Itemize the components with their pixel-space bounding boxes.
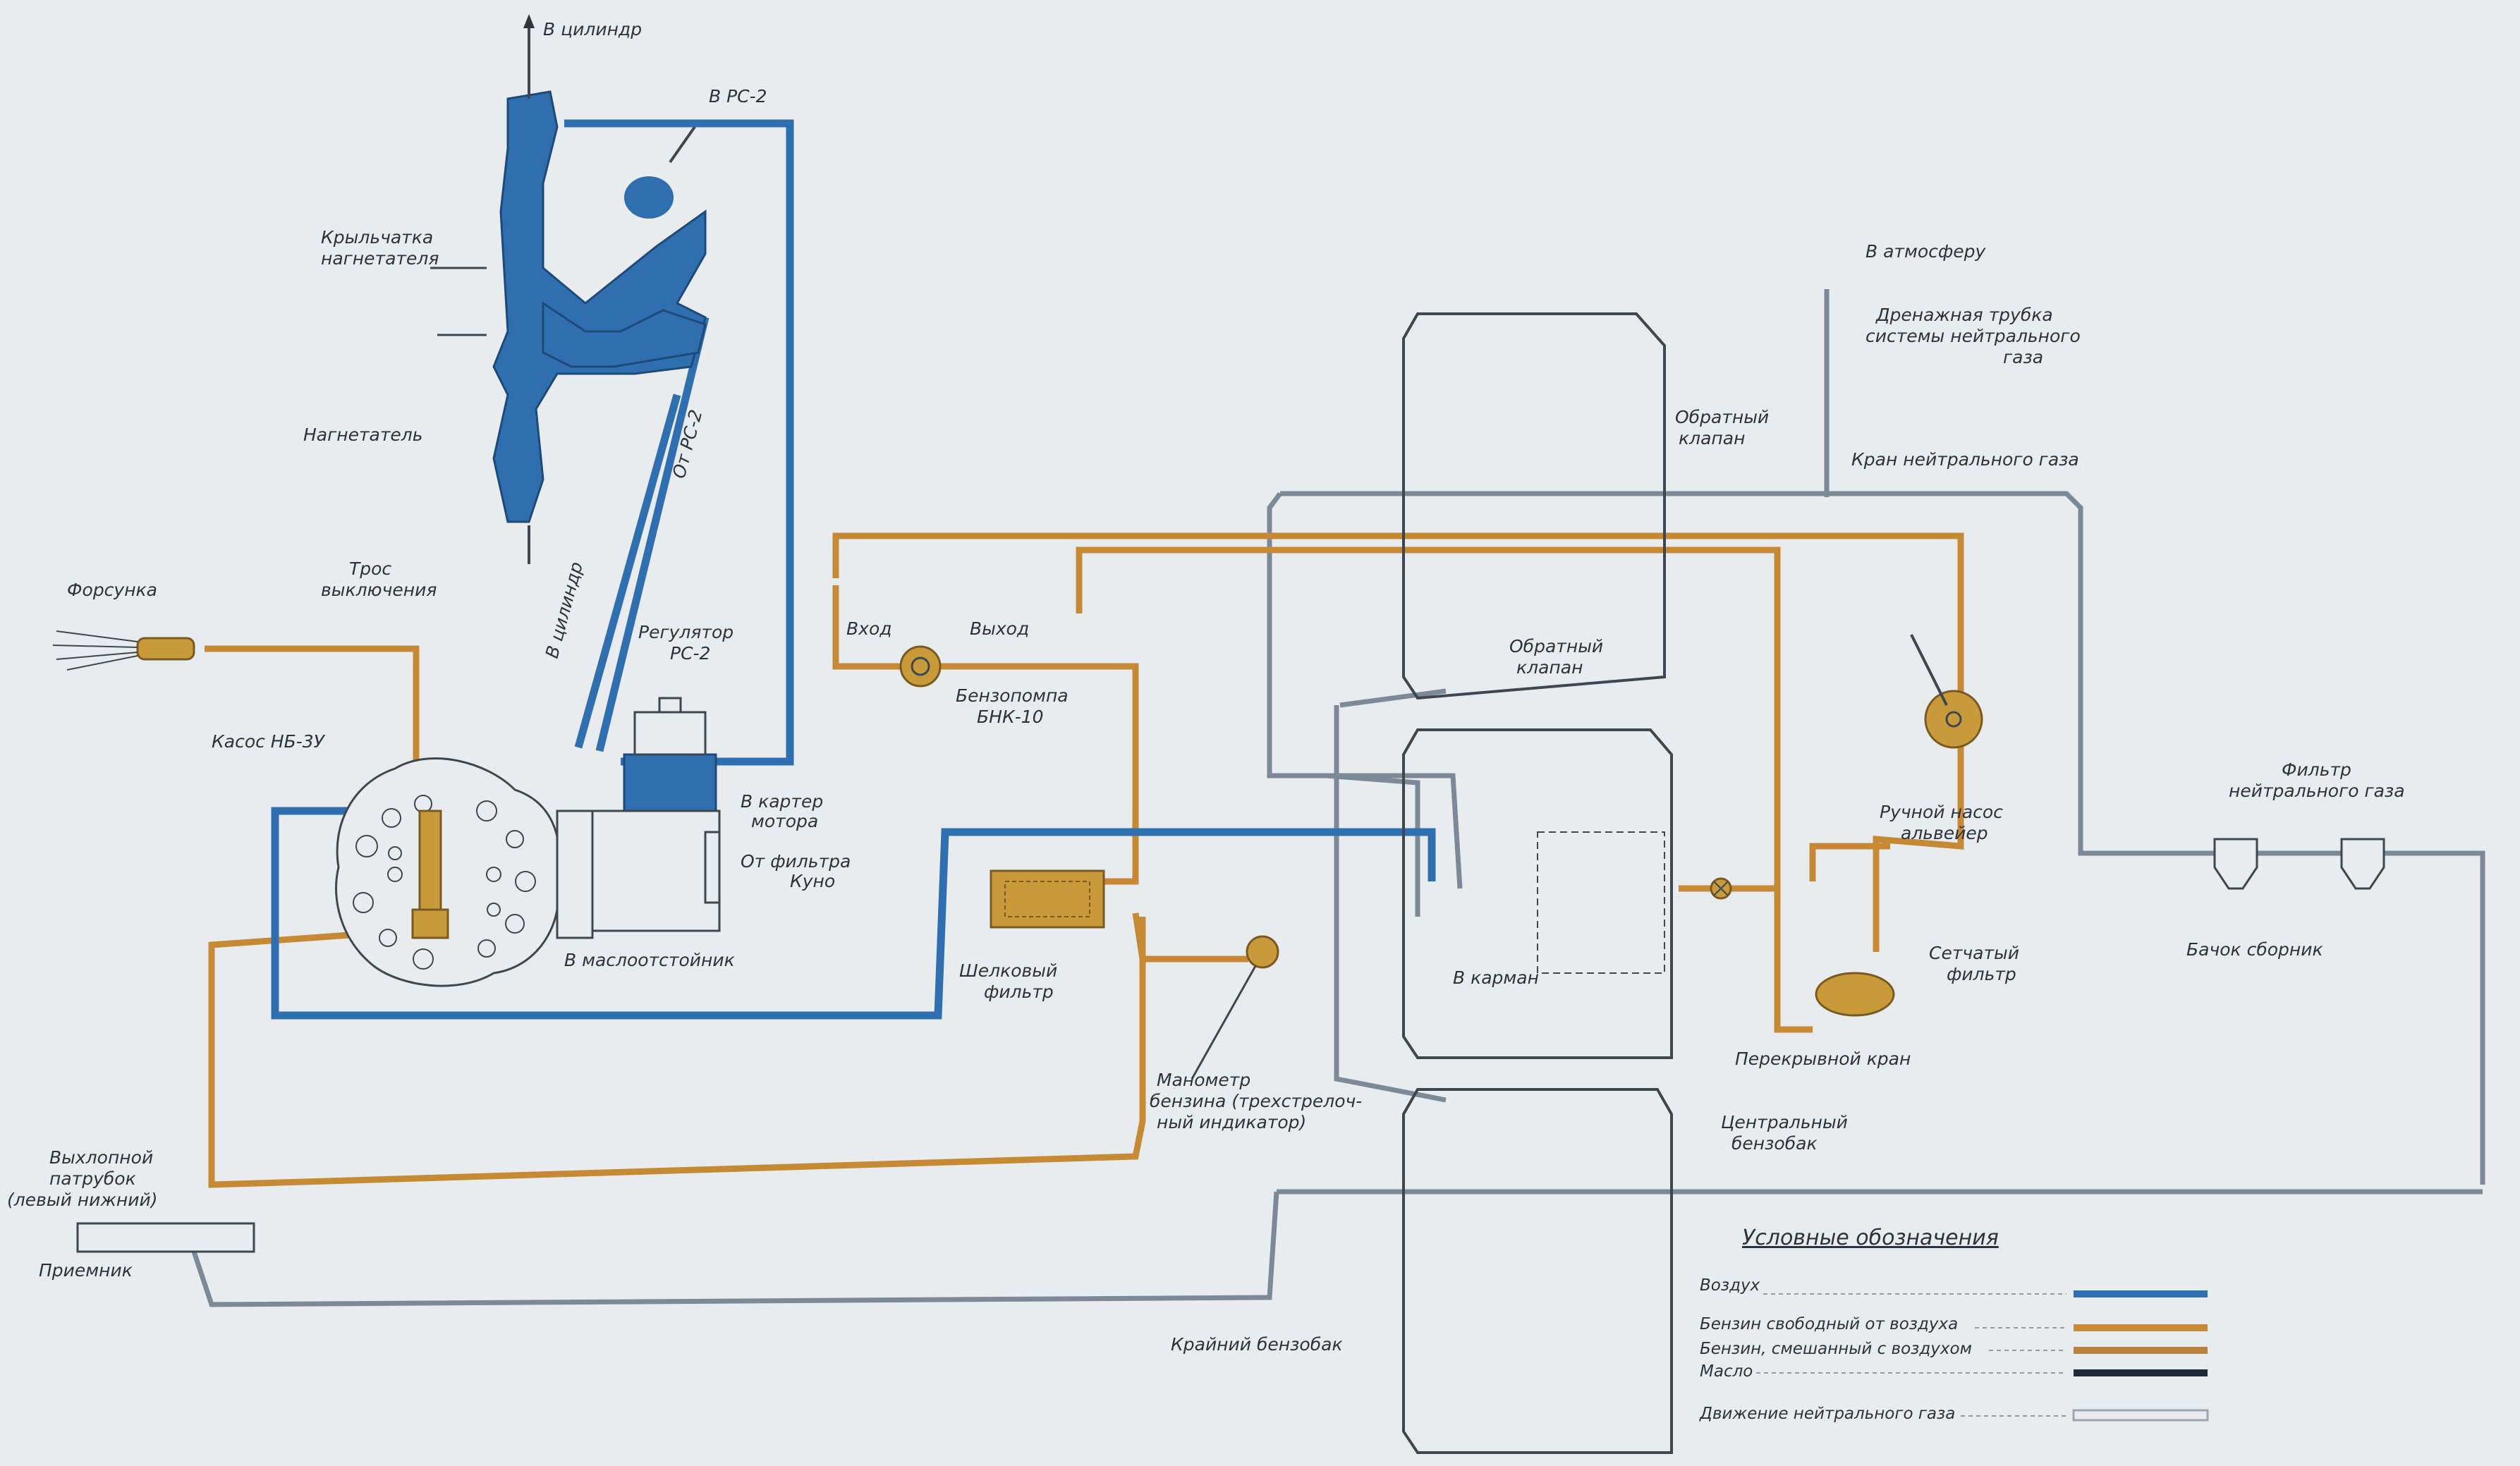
legend: Условные обозначения Воздух Бензин свобо… (1699, 1226, 2209, 1423)
label-to-cylinder-bottom: В цилиндр (542, 560, 587, 661)
pump-nb3u (335, 757, 594, 987)
label-shutoff-tap: Перекрывной кран (1735, 1049, 1911, 1069)
label-supercharger: Нагнетатель (303, 424, 423, 445)
label-to-atmosphere: В атмосферу (1865, 241, 1987, 262)
label-to-cylinder-top: В цилиндр (543, 19, 642, 39)
legend-swatch (2072, 1409, 2209, 1422)
legend-item-label: Масло (1700, 1362, 1753, 1381)
label-receiver: Приемник (39, 1260, 133, 1281)
label-inlet: Вход (846, 618, 892, 639)
shutoff-tap (1710, 877, 1732, 900)
mesh-filter (1815, 972, 1895, 1017)
label-neutral-gas-tap: Кран нейтрального газа (1851, 449, 2079, 470)
neutral-gas-lines (188, 289, 2485, 1307)
regulator-rc2 (584, 697, 721, 932)
label-outer-tank: Крайний бензобак (1171, 1334, 1343, 1355)
label-pump-nb: Касос НБ-3У (212, 731, 326, 752)
hand-pump (1910, 634, 1983, 749)
legend-item-label: Движение нейтрального газа (1699, 1405, 1955, 1423)
injector (52, 630, 195, 671)
label-injector: Форсунка (67, 580, 157, 600)
label-sump-tank: Бачок сборник (2186, 939, 2323, 960)
label-to-rc2: В РС-2 (709, 86, 767, 106)
neutral-gas-filters (2213, 838, 2385, 890)
fuel-tanks (1402, 312, 1673, 1454)
legend-item-label: Бензин, смешанный с воздухом (1700, 1340, 1972, 1358)
exhaust-pipe (76, 1222, 255, 1253)
supercharger (430, 14, 707, 564)
silk-filter (990, 869, 1105, 929)
fuel-pump-bnk10 (899, 645, 942, 688)
label-outlet: Выход (970, 618, 1029, 639)
label-to-oil-sump: В маслоотстойник (564, 950, 735, 970)
label-to-pocket: В карман (1453, 967, 1539, 988)
legend-item-label: Воздух (1700, 1276, 1760, 1295)
legend-title: Условные обозначения (1742, 1226, 1999, 1250)
legend-item-label: Бензин свободный от воздуха (1700, 1315, 1958, 1333)
manometer (1191, 935, 1279, 1080)
